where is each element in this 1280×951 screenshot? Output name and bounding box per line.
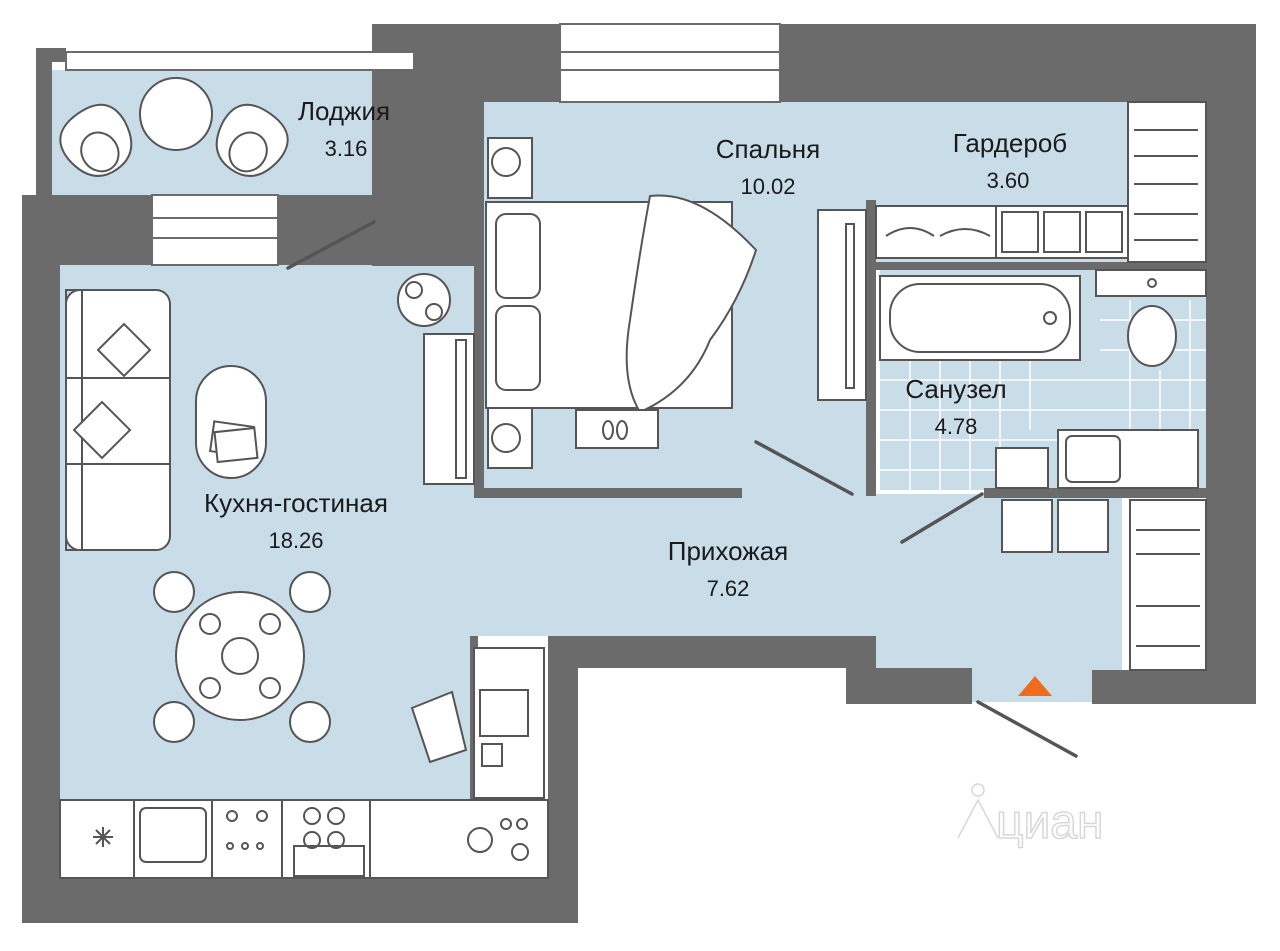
snowflake-icon xyxy=(93,827,113,847)
loggia-table xyxy=(139,77,213,151)
room-name-bedroom: Спальня xyxy=(716,134,820,164)
slippers-mat xyxy=(575,409,659,449)
bathtub xyxy=(879,275,1081,361)
wall-east xyxy=(1206,52,1256,704)
window-loggia-top xyxy=(65,51,415,71)
room-area-kitchen-living: 18.26 xyxy=(268,528,323,553)
wall-north-kitchen xyxy=(22,195,152,265)
room-name-loggia: Лоджия xyxy=(298,96,390,126)
wardrobe-fittings xyxy=(875,101,1207,263)
room-name-bathroom: Санузел xyxy=(905,374,1006,404)
coffee-table xyxy=(195,365,267,479)
wall-west xyxy=(22,195,60,923)
door-entrance xyxy=(976,700,1078,758)
entrance-arrow-icon xyxy=(1018,676,1052,696)
doors xyxy=(286,220,1078,758)
room-name-hallway: Прихожая xyxy=(668,536,788,566)
wall-bedroom-east xyxy=(866,200,876,496)
loggia-chair-right xyxy=(215,103,289,177)
loggia-chair-left xyxy=(59,103,133,177)
watermark: циан xyxy=(996,796,1104,849)
bedroom-wardrobe xyxy=(817,209,867,401)
wall-bedroom-west xyxy=(474,266,484,496)
wall-bath-north xyxy=(876,262,1206,270)
wall-hall-south xyxy=(548,636,876,668)
wall-bedroom-south xyxy=(474,488,742,498)
wall-north-bedroom xyxy=(780,24,1256,102)
wall-loggia-top xyxy=(36,48,66,62)
door-loggia xyxy=(286,220,376,270)
wall-hall-south-2 xyxy=(846,668,972,704)
toilet xyxy=(1095,269,1207,367)
window-kitchen xyxy=(151,194,279,266)
wall-loggia-left xyxy=(36,48,52,196)
walls xyxy=(22,24,1256,923)
hallway-storage xyxy=(1001,499,1207,671)
room-area-bedroom: 10.02 xyxy=(740,174,795,199)
window-bedroom xyxy=(559,23,781,103)
plant xyxy=(397,273,451,327)
room-name-wardrobe: Гардероб xyxy=(953,128,1067,158)
sofa xyxy=(65,289,171,551)
bed xyxy=(485,194,758,414)
nightstands xyxy=(487,137,533,469)
tv-unit-living xyxy=(423,333,475,485)
desk xyxy=(410,647,545,799)
dining-set xyxy=(153,571,331,743)
kitchen-counter xyxy=(59,799,549,879)
door-bedroom xyxy=(754,440,854,496)
windows xyxy=(65,23,781,266)
wall-bath-south xyxy=(984,488,1206,498)
cian-logo-icon xyxy=(957,783,999,839)
loggia-furniture xyxy=(59,77,289,177)
room-area-wardrobe: 3.60 xyxy=(987,168,1030,193)
room-area-hallway: 7.62 xyxy=(707,576,750,601)
sink xyxy=(139,807,207,863)
washbasin xyxy=(995,429,1199,489)
room-area-bathroom: 4.78 xyxy=(935,414,978,439)
room-name-kitchen-living: Кухня-гостиная xyxy=(204,488,388,518)
wall-south-step xyxy=(548,636,578,923)
room-area-loggia: 3.16 xyxy=(325,136,368,161)
bathroom-tiles xyxy=(880,300,1206,490)
room-labels: Лоджия 3.16 Спальня 10.02 Гардероб 3.60 … xyxy=(204,96,1067,601)
door-bathroom xyxy=(900,492,984,544)
wall-south-kitchen xyxy=(22,878,578,923)
